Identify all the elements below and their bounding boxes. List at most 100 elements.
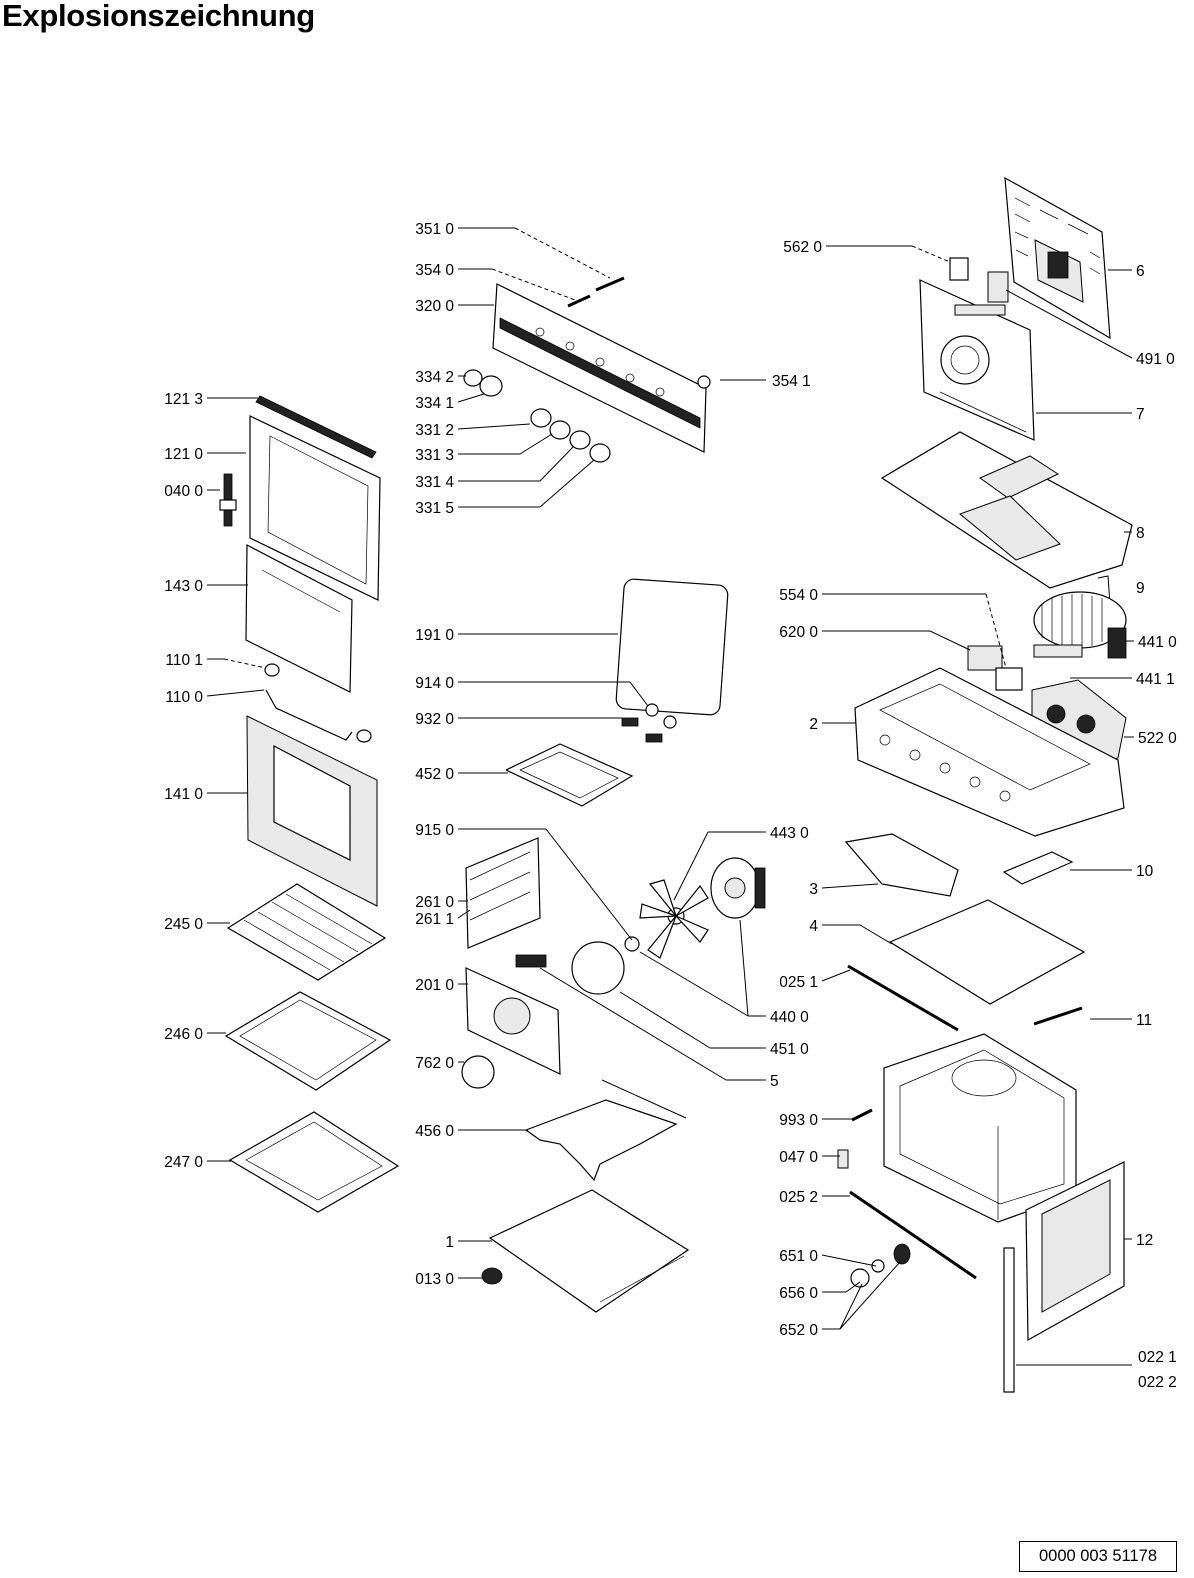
callout-6: 6 <box>1136 263 1145 280</box>
callout-141-0: 141 0 <box>164 786 203 803</box>
leader-lines <box>206 227 1134 1366</box>
lower-rail-part <box>849 1190 977 1280</box>
callout-110-0: 110 0 <box>165 689 203 706</box>
callout-143-0: 143 0 <box>164 578 203 595</box>
callout-651-0: 651 0 <box>779 1248 818 1265</box>
callout-354-1: 354 1 <box>772 373 811 390</box>
fan-motor-part <box>710 857 766 919</box>
callout-261-0: 261 0 <box>415 894 454 911</box>
callout-121-3: 121 3 <box>164 391 203 408</box>
callout-022-2: 022 2 <box>1138 1374 1177 1391</box>
callout-261-1: 261 1 <box>415 911 454 928</box>
bottom-panel-part <box>488 1189 690 1313</box>
callout-047-0: 047 0 <box>779 1149 818 1166</box>
callout-201-0: 201 0 <box>415 977 454 994</box>
bracket-part <box>1002 851 1074 885</box>
callout-320-0: 320 0 <box>415 298 454 315</box>
callout-451-0: 451 0 <box>770 1041 809 1058</box>
fan-cover-part <box>465 954 561 1075</box>
document-number: 0000 003 51178 <box>1019 1541 1177 1572</box>
callout-247-0: 247 0 <box>164 1154 203 1171</box>
callout-8: 8 <box>1136 525 1145 542</box>
callout-334-1: 334 1 <box>415 395 454 412</box>
callout-440-0: 440 0 <box>770 1009 809 1026</box>
callout-12: 12 <box>1136 1232 1153 1249</box>
lamp-cover-part <box>461 1055 495 1089</box>
callout-562-0: 562 0 <box>783 239 822 256</box>
side-strip-part <box>1003 1247 1015 1393</box>
callout-9: 9 <box>1136 580 1145 597</box>
door-front-part <box>246 715 378 907</box>
callout-labels: 351 0 354 0 320 0 562 0 6 491 0 334 2 33… <box>164 221 1177 1391</box>
circular-heater-part <box>571 941 625 995</box>
oven-floor-panel-part <box>888 899 1086 1005</box>
inner-glass-part <box>245 544 353 693</box>
callout-11: 11 <box>1136 1012 1152 1029</box>
callout-121-0: 121 0 <box>164 446 203 463</box>
callout-022-1: 022 1 <box>1138 1349 1177 1366</box>
insulation-panel-part <box>844 833 959 897</box>
outer-door-frame-part <box>249 415 381 601</box>
control-panel-part <box>492 283 707 453</box>
callout-245-0: 245 0 <box>164 916 203 933</box>
shelf-runner-part <box>465 837 541 949</box>
callout-110-1: 110 1 <box>165 652 203 669</box>
knobs-part <box>463 369 611 463</box>
callout-10: 10 <box>1136 863 1154 880</box>
top-heater-part <box>505 743 634 807</box>
callout-1: 1 <box>445 1234 454 1251</box>
door-seal-part <box>255 395 377 459</box>
tangential-fan-part <box>1033 591 1127 659</box>
switch-part <box>967 645 1003 671</box>
callout-013-0: 013 0 <box>415 1271 454 1288</box>
side-rail-part <box>847 964 959 1032</box>
callout-443-0: 443 0 <box>770 825 809 842</box>
oven-frame-part <box>854 667 1125 837</box>
callout-441-1: 441 1 <box>1136 671 1175 688</box>
callout-652-0: 652 0 <box>779 1322 818 1339</box>
callout-351-0: 351 0 <box>415 221 454 238</box>
callout-191-0: 191 0 <box>415 627 454 644</box>
rail-part <box>1033 1006 1083 1026</box>
plug-part <box>697 375 711 389</box>
rear-wall-part <box>919 279 1035 441</box>
callout-3: 3 <box>809 881 818 898</box>
hinge-pin-part <box>264 663 280 677</box>
foot-part <box>481 1267 503 1285</box>
callout-554-0: 554 0 <box>779 587 818 604</box>
callout-331-4: 331 4 <box>415 474 454 491</box>
callout-2: 2 <box>809 716 818 733</box>
callout-993-0: 993 0 <box>779 1112 818 1129</box>
wire-rack-part <box>226 883 387 981</box>
callout-331-3: 331 3 <box>415 447 454 464</box>
lamp-switch-part <box>995 667 1023 691</box>
fuse-part <box>987 271 1009 303</box>
thermostat-part <box>949 257 969 281</box>
callout-522-0: 522 0 <box>1138 730 1177 747</box>
callout-620-0: 620 0 <box>779 624 818 641</box>
baking-tray-part <box>224 991 392 1091</box>
page-title: Explosionszeichnung <box>2 0 315 33</box>
oven-gasket-part <box>615 578 729 716</box>
parts-drawing <box>219 176 1133 1393</box>
callout-491-0: 491 0 <box>1136 351 1175 368</box>
fan-blade-part <box>639 879 709 959</box>
callout-914-0: 914 0 <box>415 675 454 692</box>
callout-025-2: 025 2 <box>779 1189 818 1206</box>
bottom-heater-part <box>525 1099 678 1182</box>
callout-025-1: 025 1 <box>779 974 818 991</box>
callout-334-2: 334 2 <box>415 369 454 386</box>
callout-7: 7 <box>1136 406 1145 423</box>
callout-932-0: 932 0 <box>415 711 454 728</box>
callout-5: 5 <box>770 1073 779 1090</box>
callout-354-0: 354 0 <box>415 262 454 279</box>
fan-nut-part <box>624 936 640 952</box>
callout-656-0: 656 0 <box>779 1285 818 1302</box>
callout-040-0: 040 0 <box>164 483 203 500</box>
door-handle-part <box>265 689 353 741</box>
callout-331-5: 331 5 <box>415 500 454 517</box>
callout-4: 4 <box>809 918 818 935</box>
back-panel-part <box>1004 176 1111 340</box>
deep-tray-part <box>228 1111 400 1213</box>
callout-331-2: 331 2 <box>415 422 454 439</box>
